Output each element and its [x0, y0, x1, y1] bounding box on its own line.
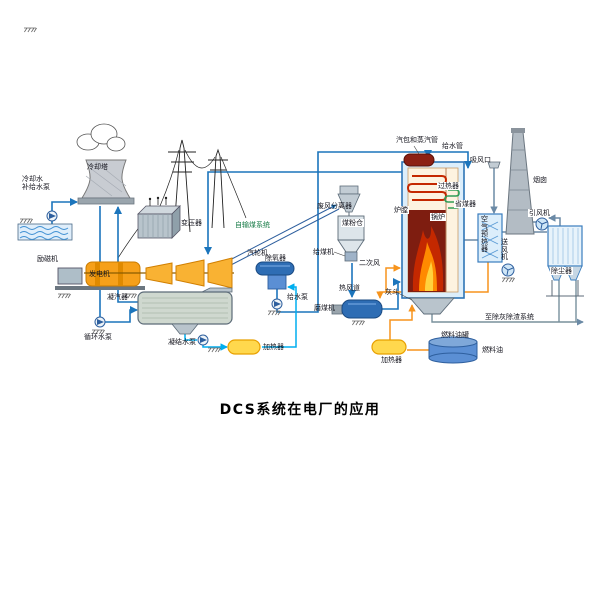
lp-heater-shape	[227, 339, 261, 355]
label-deaerator: 除氧器	[265, 254, 286, 262]
feed-pump-icon	[271, 298, 283, 310]
fuel-oil-shapes	[371, 336, 478, 364]
label-hot-air-duct: 热风道	[339, 284, 360, 292]
label-boiler: 锅炉	[430, 213, 446, 221]
label-generator: 发电机	[89, 270, 110, 278]
label-fuel-oil: 燃料油	[482, 346, 503, 354]
label-coal-feeder: 给煤机	[313, 248, 334, 256]
label-feedwater-pipe: 给水管	[442, 142, 463, 150]
label-fuel-oil-tank: 燃料油罐	[441, 331, 469, 339]
label-induced-fan: 引风机	[528, 209, 551, 217]
chimney-shape	[505, 128, 535, 235]
turbine-train	[55, 257, 234, 293]
induced-fan-icon	[535, 217, 549, 231]
deaerator-shape	[255, 261, 295, 290]
water-channel	[17, 223, 73, 241]
label-transformer: 变压器	[181, 219, 202, 227]
power-wires	[117, 149, 247, 259]
label-coal-mill: 磨煤机	[314, 304, 335, 312]
label-forced-fan: 送风机	[501, 238, 508, 261]
condensate-pipes	[184, 283, 297, 351]
label-coal-bunker: 煤粉仓	[341, 219, 364, 227]
label-circulating-pump: 循环水泵	[84, 333, 112, 341]
label-condenser: 凝汽器	[107, 293, 128, 301]
coal-conveyor-belt	[225, 204, 340, 267]
label-ash-hopper: 灰斗	[385, 288, 399, 296]
label-economizer: 省煤器	[454, 200, 477, 208]
power-towers	[168, 139, 228, 233]
label-furnace: 炉膛	[393, 206, 409, 214]
label-secondary-air: 二次风	[359, 259, 380, 267]
forced-fan-icon	[501, 263, 515, 277]
cooling-tower-shape	[76, 123, 135, 205]
label-ash-removal: 至除灰除渣系统	[484, 313, 535, 321]
label-lp-heater: 加热器	[263, 343, 284, 351]
label-separator: 废风分离器	[317, 202, 352, 210]
label-condensate-pump: 凝结水泵	[168, 338, 196, 346]
label-cooling-makeup-pump: 冷却水 补给水泵	[22, 175, 50, 191]
condensate-pump-icon	[197, 334, 209, 346]
label-superheater: 过热器	[437, 182, 460, 190]
label-air-inlet: 吸风口	[470, 156, 491, 164]
page-title: DCS系统在电厂的应用	[219, 402, 381, 418]
label-oil-heater: 加热器	[381, 356, 402, 364]
label-feed-pump: 给水泵	[287, 293, 308, 301]
leader-lines	[333, 145, 420, 301]
label-drum-steam-pipe: 汽包和蒸汽管	[396, 136, 438, 144]
makeup-pump-icon	[46, 210, 58, 222]
label-coal-conveyor: 自输煤系统	[235, 221, 270, 229]
condenser-shape	[137, 291, 233, 335]
circulating-pump-icon	[94, 316, 106, 328]
label-exciter: 励磁机	[37, 255, 58, 263]
dust-collector-shape	[546, 225, 584, 297]
boiler-shape	[401, 153, 465, 315]
ash-line	[431, 280, 584, 326]
label-dust-collector: 除尘器	[550, 267, 573, 275]
label-steam-turbine: 汽轮机	[247, 249, 268, 257]
label-air-preheater: 空气预热器	[481, 215, 488, 253]
label-chimney: 烟囱	[533, 176, 547, 184]
air-preheater-shape	[477, 161, 549, 277]
transformer-shape	[137, 196, 181, 239]
label-cooling-tower: 冷却塔	[87, 163, 108, 171]
